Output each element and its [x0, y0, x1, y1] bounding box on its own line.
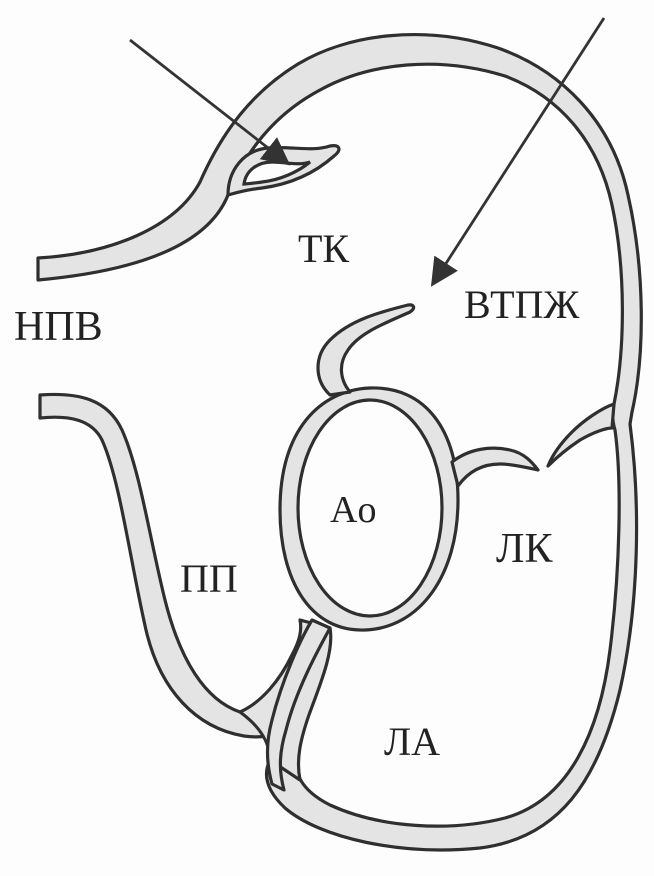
- label-coronary-sinus: ЛК: [496, 526, 553, 572]
- label-right-atrium: ПП: [180, 556, 238, 601]
- mitral-hook: [548, 404, 614, 466]
- label-inferior-vena-cava: НПВ: [14, 304, 103, 350]
- aortic-spur: [452, 448, 538, 486]
- label-aorta: Ao: [330, 489, 376, 531]
- label-left-atrium: ЛА: [384, 719, 440, 764]
- label-tricuspid-valve: ТК: [298, 226, 349, 271]
- label-rv-outflow-tract: ВТПЖ: [464, 282, 579, 327]
- conal-septum-hook: [318, 305, 414, 395]
- right-atrium-wall: [40, 394, 310, 736]
